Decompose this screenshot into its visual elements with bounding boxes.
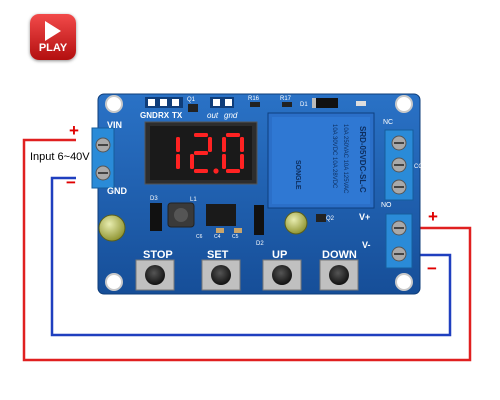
label-r16: R16 — [248, 96, 260, 102]
input-plus-sign: + — [69, 121, 79, 140]
display-segment — [226, 169, 240, 173]
output-plus-sign: + — [428, 207, 438, 226]
label-r17: R17 — [280, 96, 292, 102]
display-segment — [194, 151, 208, 155]
label-gnd-small: gnd — [224, 111, 238, 120]
resistor-r16 — [250, 102, 260, 107]
display-segment — [208, 137, 212, 152]
label-q1: Q1 — [187, 97, 196, 103]
label-set: SET — [207, 249, 229, 261]
label-gnd-power: GND — [107, 186, 128, 196]
diode-d3 — [150, 203, 162, 231]
set-button[interactable] — [201, 259, 241, 291]
relay — [267, 112, 375, 209]
display-segment — [194, 169, 208, 173]
label-v-plus: V+ — [359, 212, 370, 222]
header-label-gnd: GND — [140, 111, 158, 120]
negative-wire — [50, 176, 452, 337]
diode-d1 — [312, 98, 338, 108]
display-segment — [222, 137, 226, 152]
label-d3: D3 — [150, 196, 158, 202]
transistor-q2 — [316, 214, 326, 222]
label-no: NO — [381, 202, 392, 209]
label-q2: Q2 — [326, 216, 335, 222]
input-minus-sign: − — [66, 173, 76, 192]
play-button-label: PLAY — [38, 42, 68, 54]
display-segment — [240, 137, 244, 152]
display-segment — [190, 154, 194, 169]
header-label-tx: TX — [172, 111, 183, 120]
capacitor-left — [98, 214, 126, 242]
smd-part — [356, 101, 366, 106]
header-label-rx: RX — [158, 111, 170, 120]
label-c5: C5 — [232, 234, 239, 240]
cap-c5 — [234, 228, 242, 233]
transistor-q1 — [188, 104, 198, 112]
ic-chip — [206, 204, 236, 226]
label-up: UP — [272, 249, 287, 261]
label-c4: C4 — [214, 234, 221, 240]
label-l1: L1 — [190, 197, 197, 203]
label-c6: C6 — [196, 234, 203, 240]
power-terminal — [91, 127, 115, 189]
cap-c4 — [216, 228, 224, 233]
input-voltage-label: Input 6~40V — [30, 151, 90, 163]
positive-wire — [22, 138, 472, 362]
output-minus-sign: − — [427, 259, 437, 278]
relay-rating-1: 10A 250VAC 10A 125VAC — [342, 124, 348, 194]
relay-brand: SONGLE — [294, 160, 301, 190]
display-segment — [194, 133, 208, 137]
play-icon — [45, 21, 61, 41]
label-nc: NC — [383, 119, 393, 126]
display-digit — [190, 133, 212, 173]
display-segment — [222, 154, 226, 169]
display-digits — [176, 133, 244, 174]
label-d2: D2 — [256, 241, 264, 247]
display-digit — [222, 133, 244, 173]
relay-model: SRD-05VDC-SL-C — [358, 126, 367, 193]
label-v-minus: V- — [362, 240, 371, 250]
label-d1: D1 — [300, 102, 308, 108]
label-stop: STOP — [143, 249, 173, 261]
display-decimal-point — [213, 168, 219, 174]
relay-rating-2: 10A 30VDC 10A 28VDC — [331, 124, 337, 189]
label-out: out — [207, 111, 219, 120]
relay-terminal — [384, 129, 414, 201]
label-down: DOWN — [322, 249, 357, 261]
label-com: COM — [414, 164, 428, 170]
output-terminal — [385, 213, 413, 269]
diode-d2 — [254, 205, 264, 235]
play-button[interactable]: PLAY — [30, 14, 76, 60]
up-button[interactable] — [262, 259, 302, 291]
label-vin: VIN — [107, 120, 122, 130]
mounting-holes — [105, 95, 413, 291]
display-segment — [240, 154, 244, 169]
display-digit — [176, 137, 180, 169]
down-button[interactable] — [319, 259, 359, 291]
resistor-r17 — [282, 102, 292, 107]
capacitor-right — [284, 211, 308, 235]
display-segment — [226, 133, 240, 137]
display-segment — [176, 137, 180, 152]
stop-button[interactable] — [135, 259, 175, 291]
header-pins — [145, 97, 234, 108]
wiring — [22, 138, 472, 362]
display-segment — [176, 154, 180, 169]
